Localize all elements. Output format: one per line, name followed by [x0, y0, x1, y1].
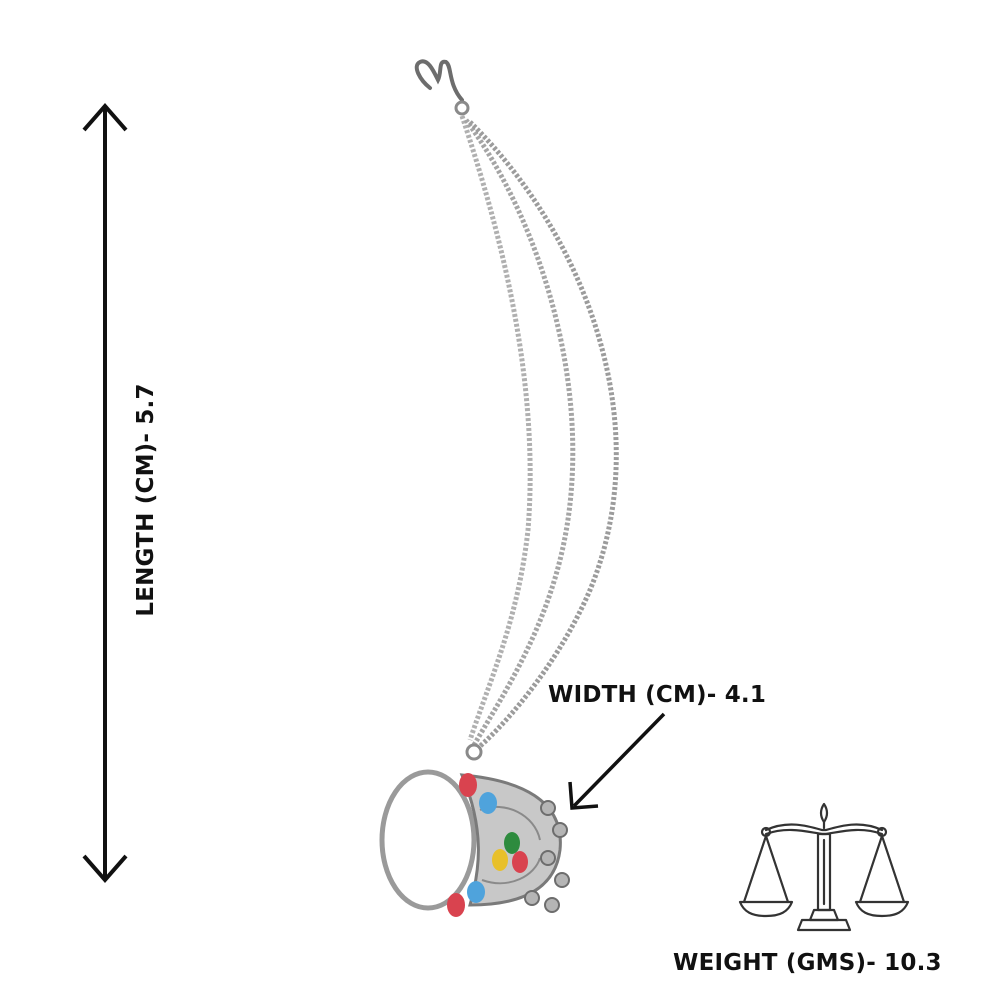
gem-7 — [447, 893, 465, 917]
gem-2 — [479, 792, 497, 814]
arrow-pointer-icon — [568, 712, 666, 810]
gem-1 — [459, 773, 477, 797]
weight-label: WEIGHT (GMS)- 10.3 — [673, 950, 942, 976]
chain-middle — [463, 118, 576, 747]
chain-outer — [468, 120, 619, 750]
hoop-ring — [379, 769, 477, 911]
double-arrow-vertical-icon — [82, 102, 128, 884]
hook-clasp — [414, 59, 464, 102]
width-label: WIDTH (CM)- 4.1 — [548, 682, 767, 708]
chain-link-ring — [465, 743, 483, 761]
gem-5 — [512, 851, 528, 873]
gem-3 — [504, 832, 520, 854]
jump-ring — [454, 100, 470, 116]
gem-6 — [467, 881, 485, 903]
balance-scale-icon — [738, 802, 910, 932]
bell-charms — [524, 800, 570, 913]
chain-inner — [459, 115, 533, 741]
gem-4 — [492, 849, 508, 871]
